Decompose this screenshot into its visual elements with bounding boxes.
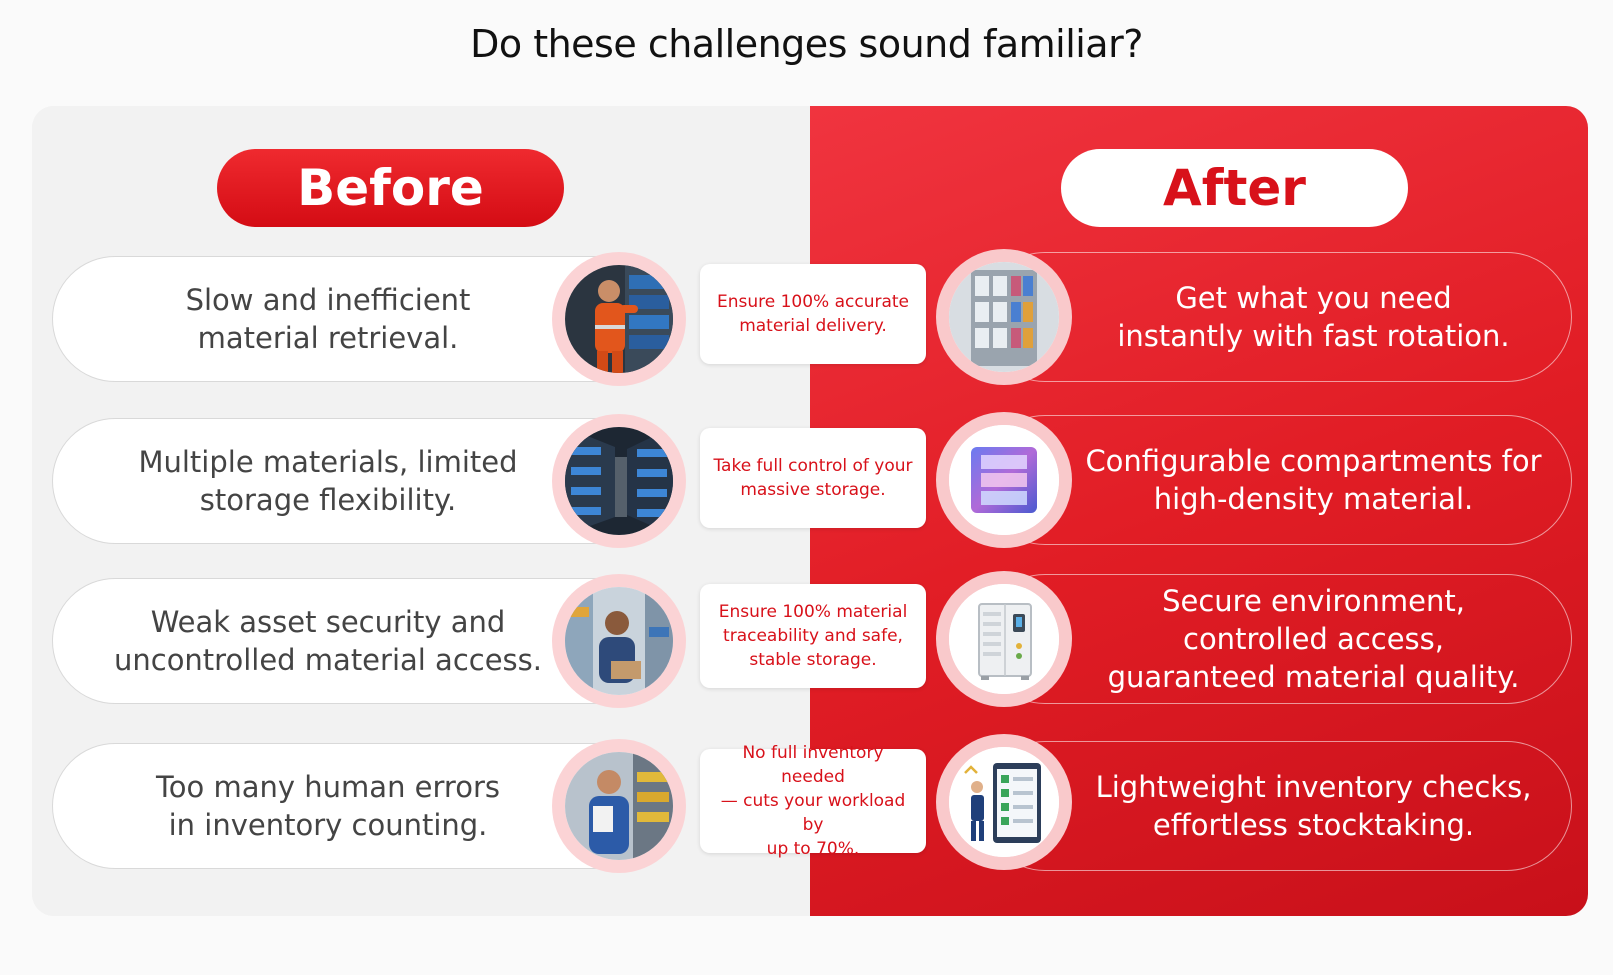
after-item-text: Lightweight inventory checks,effortless … [1095, 770, 1532, 842]
worker-with-clipboard-image [552, 739, 686, 873]
page-title: Do these challenges sound familiar? [470, 22, 1143, 66]
checklist-person-icon [936, 734, 1072, 870]
warehouse-worker-retrieving-image [552, 252, 686, 386]
after-item: Secure environment,controlled access,gua… [980, 574, 1572, 704]
after-label: After [1061, 149, 1408, 227]
benefit-card: No full inventory needed— cuts your work… [700, 743, 926, 859]
compartment-cube-icon [936, 412, 1072, 548]
smart-cabinet-icon [936, 571, 1072, 707]
before-label: Before [217, 149, 564, 227]
worker-checking-inventory-image [552, 574, 686, 708]
storage-shelves-image [552, 414, 686, 548]
rotary-storage-icon [936, 249, 1072, 385]
after-item-text: Secure environment,controlled access,gua… [1107, 584, 1520, 694]
after-item: Lightweight inventory checks,effortless … [980, 741, 1572, 871]
